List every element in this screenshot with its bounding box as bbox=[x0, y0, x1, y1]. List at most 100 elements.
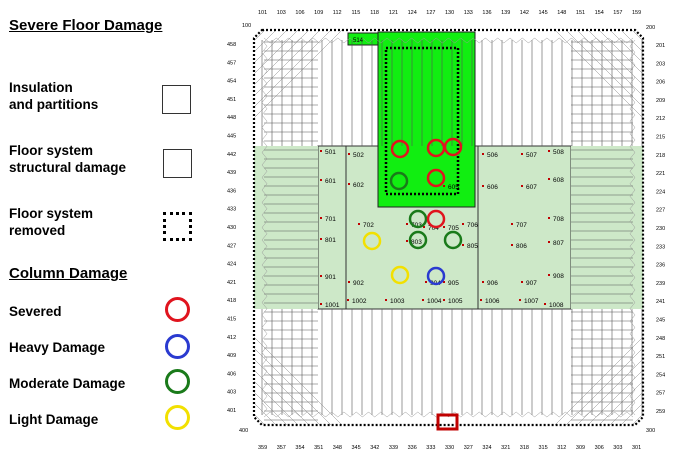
core-column-label: 907 bbox=[526, 280, 537, 287]
top-column-label: 145 bbox=[539, 10, 548, 16]
core-column-marker bbox=[462, 223, 464, 225]
core-column-label: 1003 bbox=[390, 298, 405, 305]
left-column-label: 454 bbox=[227, 79, 236, 85]
right-column-label: 233 bbox=[656, 244, 665, 250]
diagonal-line bbox=[631, 413, 644, 426]
damage-ring-heavy bbox=[426, 266, 446, 286]
insulation-swatch bbox=[162, 85, 191, 114]
diagonal-line bbox=[253, 347, 332, 426]
moderate-ring-icon bbox=[165, 369, 190, 394]
top-column-label: 159 bbox=[632, 10, 641, 16]
core-column-marker bbox=[348, 281, 350, 283]
left-column-label: 406 bbox=[227, 371, 236, 377]
damage-ring-severed bbox=[390, 139, 410, 159]
severe-floor-damage-title: Severe Floor Damage bbox=[9, 17, 163, 34]
core-column-label: 502 bbox=[353, 152, 364, 159]
core-column-label: 701 bbox=[325, 216, 336, 223]
left-column-label: 451 bbox=[227, 97, 236, 103]
right-column-label: 203 bbox=[656, 61, 665, 67]
core-column-marker bbox=[511, 244, 513, 246]
left-column-label: 445 bbox=[227, 134, 236, 140]
top-column-label: 157 bbox=[613, 10, 622, 16]
core-column-marker bbox=[320, 217, 322, 219]
light-label: Light Damage bbox=[9, 412, 99, 427]
damage-ring-severed bbox=[426, 209, 446, 229]
core-column-label: 801 bbox=[325, 237, 336, 244]
diagonal-line bbox=[565, 347, 644, 426]
core-column-marker bbox=[320, 303, 322, 305]
left-column-label: 415 bbox=[227, 317, 236, 323]
corner-label: 400 bbox=[239, 428, 248, 434]
left-column-label: 436 bbox=[227, 188, 236, 194]
core-column-label: 605 bbox=[448, 184, 459, 191]
core-column-marker bbox=[482, 185, 484, 187]
bottom-column-label: 351 bbox=[314, 445, 323, 451]
top-column-label: 133 bbox=[464, 10, 473, 16]
top-column-label: 124 bbox=[408, 10, 417, 16]
diagonal-line bbox=[253, 391, 288, 426]
top-column-label: 148 bbox=[557, 10, 566, 16]
core-column-label: 606 bbox=[487, 184, 498, 191]
core-column-label: 1004 bbox=[427, 298, 442, 305]
core-column-label: 1001 bbox=[325, 302, 340, 309]
severed-label: Severed bbox=[9, 304, 62, 319]
moderate-label: Moderate Damage bbox=[9, 376, 126, 391]
removed-label-line1: Floor system bbox=[9, 206, 94, 221]
bottom-column-label: 315 bbox=[539, 445, 548, 451]
bottom-column-label: 339 bbox=[389, 445, 398, 451]
damage-ring-moderate bbox=[443, 230, 463, 250]
top-column-label: 136 bbox=[482, 10, 491, 16]
top-column-label: 121 bbox=[389, 10, 398, 16]
core-column-label: 1005 bbox=[448, 298, 463, 305]
core-column-label: 707 bbox=[516, 222, 527, 229]
heavy-ring-icon bbox=[165, 334, 190, 359]
left-column-label: 424 bbox=[227, 262, 236, 268]
top-column-label: 115 bbox=[352, 10, 361, 16]
bottom-column-label: 336 bbox=[408, 445, 417, 451]
diagonal-line bbox=[620, 402, 644, 426]
bottom-column-label: 306 bbox=[595, 445, 604, 451]
right-column-label: 251 bbox=[656, 354, 665, 360]
bottom-column-label: 348 bbox=[333, 445, 342, 451]
core-column-label: 806 bbox=[516, 243, 527, 250]
right-column-label: 230 bbox=[656, 226, 665, 232]
structural-label-line1: Floor system bbox=[9, 143, 94, 158]
core-column-label: 1002 bbox=[352, 298, 367, 305]
core-column-marker bbox=[548, 274, 550, 276]
core-column-label: 607 bbox=[526, 184, 537, 191]
core-column-marker bbox=[521, 185, 523, 187]
top-column-label: 106 bbox=[295, 10, 304, 16]
core-column-label: 706 bbox=[467, 222, 478, 229]
left-column-label: 439 bbox=[227, 170, 236, 176]
diagonal-line bbox=[554, 29, 644, 119]
diagonal-line bbox=[253, 336, 343, 426]
perimeter-truss bbox=[263, 37, 634, 44]
diagonal-line bbox=[576, 358, 644, 426]
top-column-label: 109 bbox=[314, 10, 323, 16]
right-column-label: 245 bbox=[656, 318, 665, 324]
diagonal-line bbox=[554, 336, 644, 426]
left-column-label: 430 bbox=[227, 225, 236, 231]
left-column-label: 412 bbox=[227, 335, 236, 341]
left-column-label: 457 bbox=[227, 60, 236, 66]
top-bar-label: 514 bbox=[353, 38, 364, 44]
left-column-label: 403 bbox=[227, 390, 236, 396]
core-column-label: 1006 bbox=[485, 298, 500, 305]
core-column-label: 608 bbox=[553, 177, 564, 184]
right-column-label: 248 bbox=[656, 336, 665, 342]
removed-swatch bbox=[163, 212, 192, 241]
core-column-marker bbox=[347, 299, 349, 301]
core-column-marker bbox=[511, 223, 513, 225]
bottom-column-label: 359 bbox=[258, 445, 267, 451]
bottom-column-label: 309 bbox=[576, 445, 585, 451]
damage-ring-light bbox=[390, 265, 410, 285]
core-column-marker bbox=[406, 240, 408, 242]
core-column-marker bbox=[544, 303, 546, 305]
diagonal-line bbox=[253, 29, 299, 75]
diagonal-line bbox=[631, 29, 644, 42]
diagonal-line bbox=[253, 29, 321, 97]
removed-label-line2: removed bbox=[9, 223, 66, 238]
structural-damage-zone-right bbox=[571, 146, 643, 309]
diagonal-line bbox=[253, 29, 288, 64]
top-column-label: 127 bbox=[426, 10, 435, 16]
